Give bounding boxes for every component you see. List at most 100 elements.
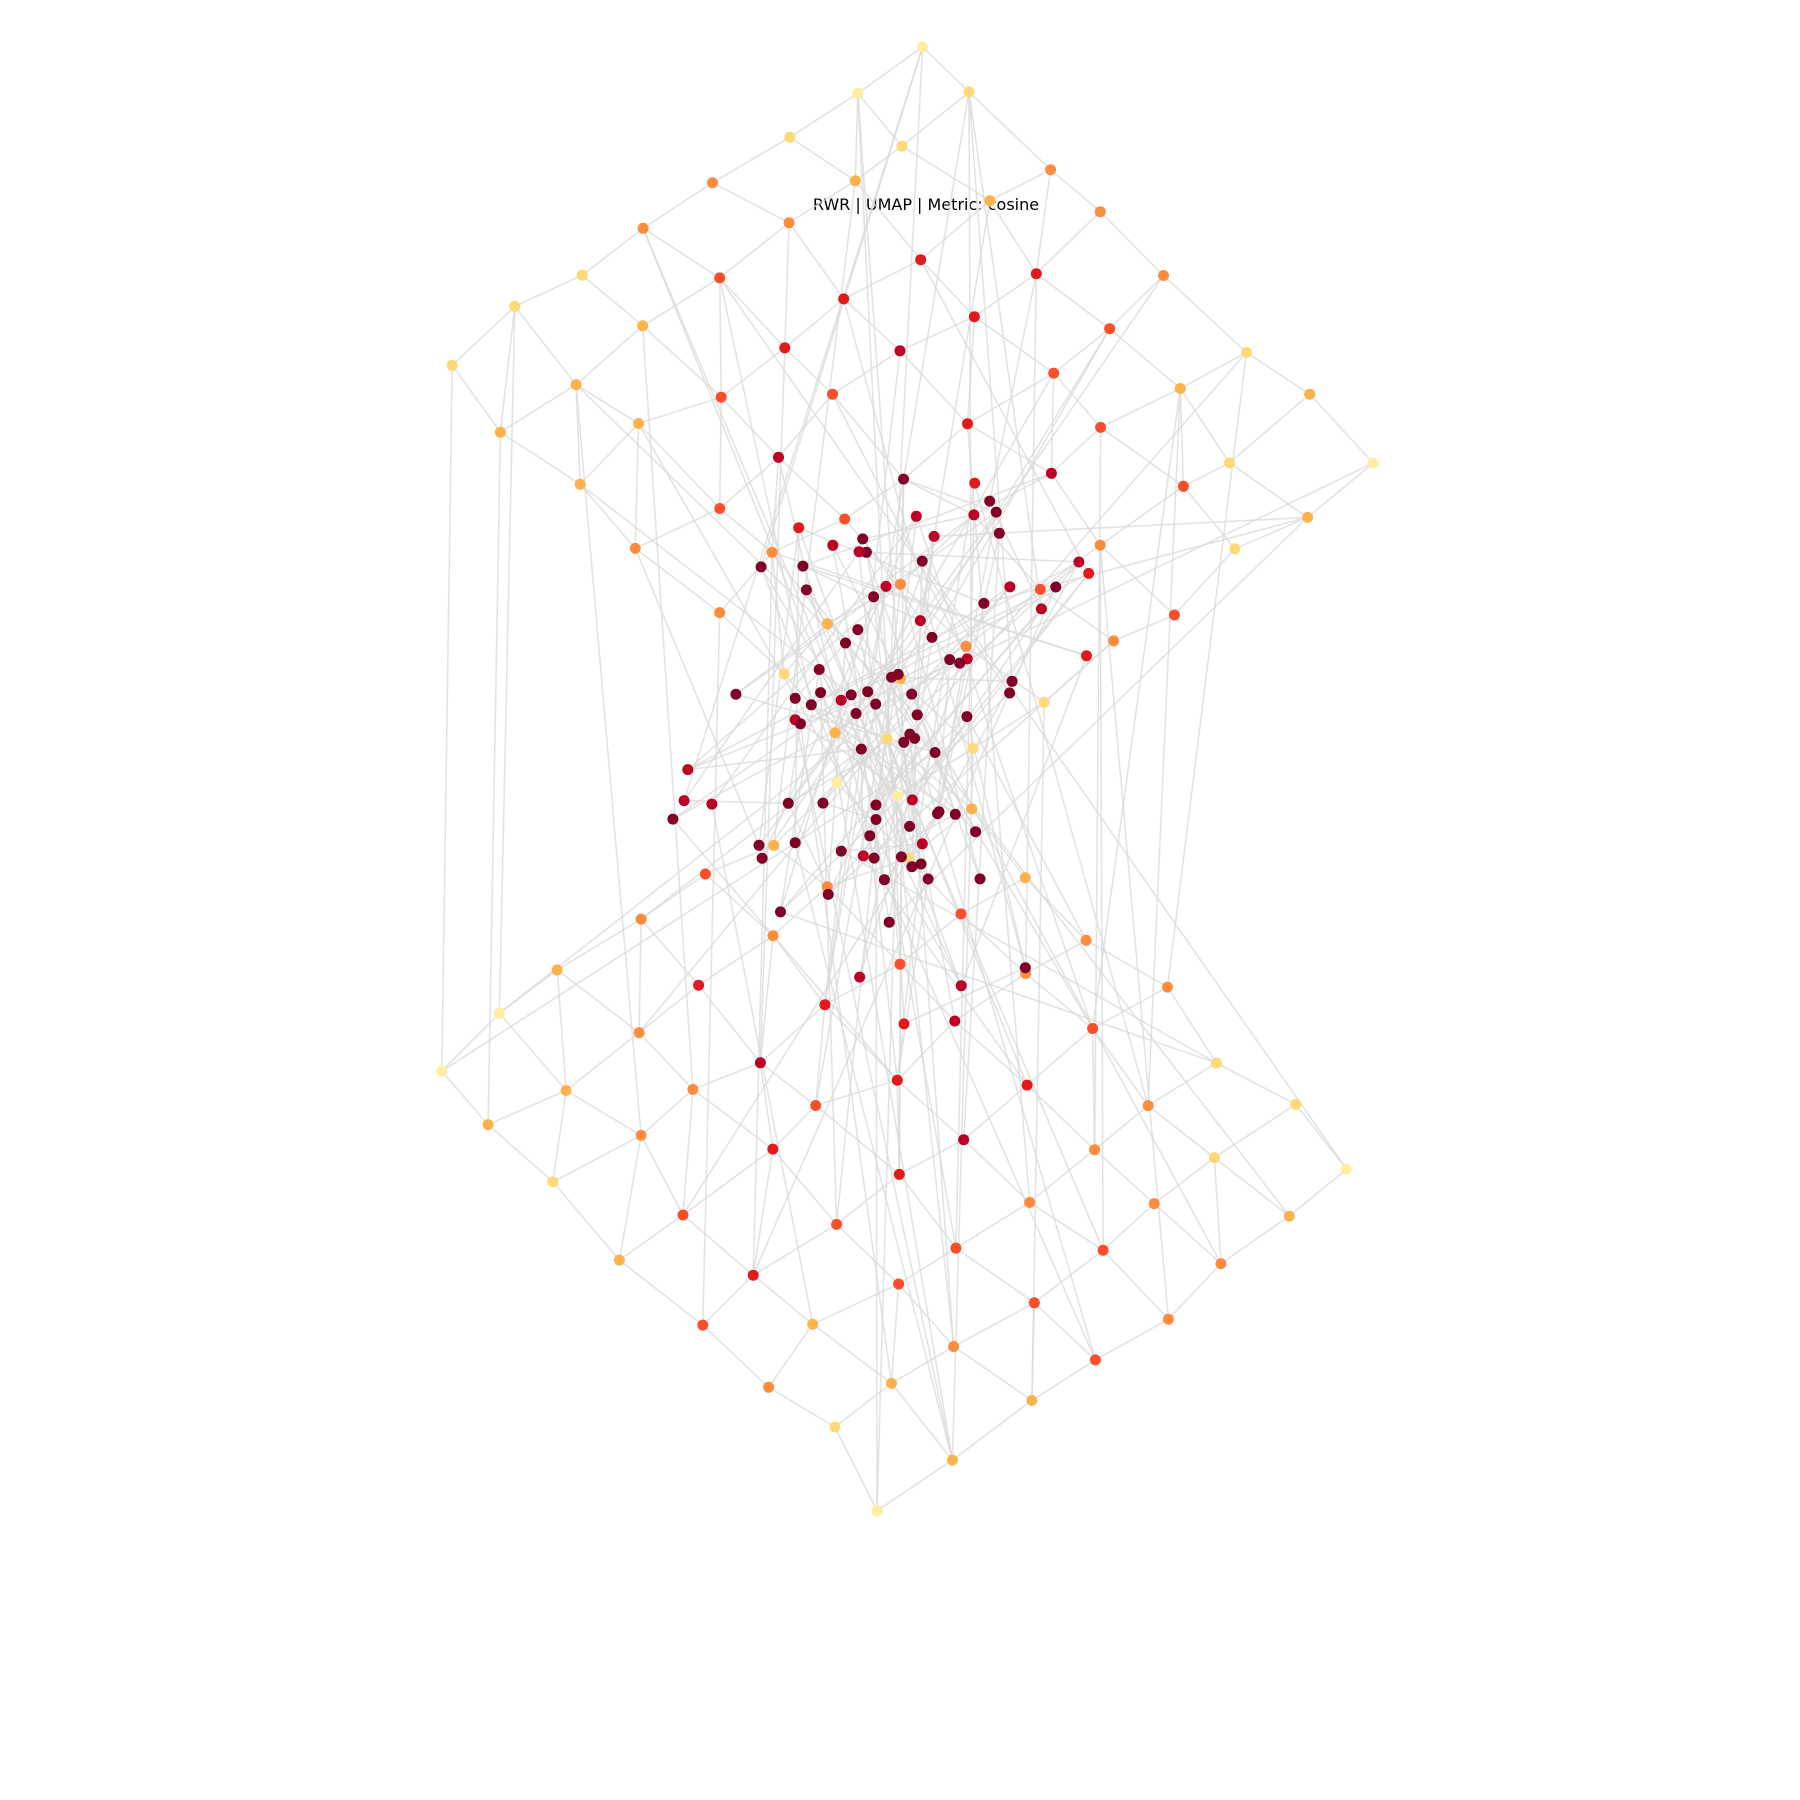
graph-edge [556, 969, 640, 1034]
graph-edge [1050, 426, 1102, 474]
graph-node [678, 795, 690, 807]
graph-edge [1162, 274, 1248, 353]
graph-edge [824, 586, 887, 1005]
graph-edge [784, 298, 845, 349]
graph-node [810, 1100, 822, 1111]
graph-node [910, 510, 922, 522]
graph-node [984, 495, 996, 507]
graph-node [929, 747, 941, 758]
graph-node [637, 320, 649, 332]
graph-node [915, 858, 927, 870]
graph-edge [565, 1031, 640, 1092]
graph-edge [897, 1283, 955, 1348]
graph-node [714, 607, 726, 619]
graph-edge [487, 432, 502, 1125]
graph-node [1148, 1198, 1160, 1210]
graph-node [857, 533, 869, 545]
graph-edge [719, 507, 773, 554]
graph-edge [865, 552, 956, 1022]
graph-node [855, 743, 867, 755]
graph-node [714, 503, 726, 514]
graph-edge [719, 277, 786, 349]
graph-edge [451, 305, 516, 366]
graph-edge [1166, 352, 1248, 988]
graph-node [1006, 675, 1018, 687]
graph-edge [711, 515, 917, 805]
graph-node [629, 542, 641, 554]
graph-edge [487, 1124, 554, 1183]
graph-edge [1053, 328, 1111, 374]
graph-edge [1307, 462, 1374, 519]
graph-edge [718, 277, 722, 398]
graph-node [693, 979, 705, 991]
graph-edge [618, 1135, 642, 1261]
graph-node [1094, 539, 1106, 551]
graph-node [493, 1007, 505, 1019]
graph-node [1004, 581, 1016, 593]
graph-edge [1153, 1203, 1222, 1265]
graph-node [1019, 962, 1031, 974]
graph-edge [955, 1201, 1031, 1249]
graph-edge [720, 396, 780, 458]
graph-edge [951, 1399, 1033, 1461]
graph-edge [858, 662, 961, 978]
graph-edge [802, 565, 1087, 657]
graph-node [576, 269, 588, 281]
graph-edge [1179, 388, 1231, 464]
graph-edge [772, 886, 828, 937]
graph-edge [514, 274, 583, 308]
graph-node [967, 742, 979, 754]
graph-edge [824, 1004, 898, 1081]
graph-edge [898, 1138, 965, 1176]
graph-node [805, 699, 817, 711]
graph-edge [777, 457, 875, 859]
graph-node [878, 874, 890, 886]
graph-edge [901, 91, 970, 147]
graph-node [914, 615, 926, 627]
graph-node [827, 388, 838, 400]
graph-edge [920, 259, 975, 318]
graph-edge [1109, 328, 1181, 390]
graph-node [1108, 635, 1120, 647]
graph-node [730, 688, 742, 700]
graph-node [1094, 206, 1106, 218]
graph-edge [954, 1020, 1028, 1086]
graph-node [1168, 609, 1180, 621]
graph-edge [972, 701, 1045, 750]
graph-node [949, 1015, 961, 1027]
graph-node [754, 1057, 766, 1069]
graph-edge [897, 516, 918, 675]
graph-edge [638, 1032, 694, 1090]
graph-node [898, 736, 910, 748]
graph-edge [772, 1104, 817, 1150]
graph-edge [784, 347, 834, 395]
graph-node [829, 727, 841, 739]
graph-node [1162, 981, 1173, 993]
graph-edge [834, 1426, 878, 1512]
graph-edge [1220, 1215, 1290, 1265]
graph-edge [581, 227, 644, 276]
graph-edge [640, 748, 862, 920]
graph-node [993, 527, 1005, 539]
graph-node [1229, 543, 1241, 555]
graph-node [714, 272, 726, 284]
graph-edge [834, 732, 899, 797]
graph-edge [719, 222, 790, 279]
graph-edge [752, 1148, 774, 1276]
graph-edge [1035, 273, 1111, 330]
graph-edge [640, 1088, 694, 1136]
graph-node [838, 293, 850, 305]
graph-edge [1213, 1103, 1297, 1159]
graph-edge [888, 516, 1309, 923]
graph-node [946, 1454, 958, 1466]
graph-edge [1050, 472, 1101, 546]
graph-node [789, 692, 801, 704]
graph-edge [773, 180, 857, 846]
graph-node [955, 980, 967, 992]
graph-node [667, 813, 679, 825]
graph-edge [857, 93, 905, 1024]
graph-node [1004, 687, 1016, 699]
graph-node [706, 798, 718, 810]
graph-edge [1179, 388, 1185, 487]
graph-edge [896, 863, 922, 1081]
